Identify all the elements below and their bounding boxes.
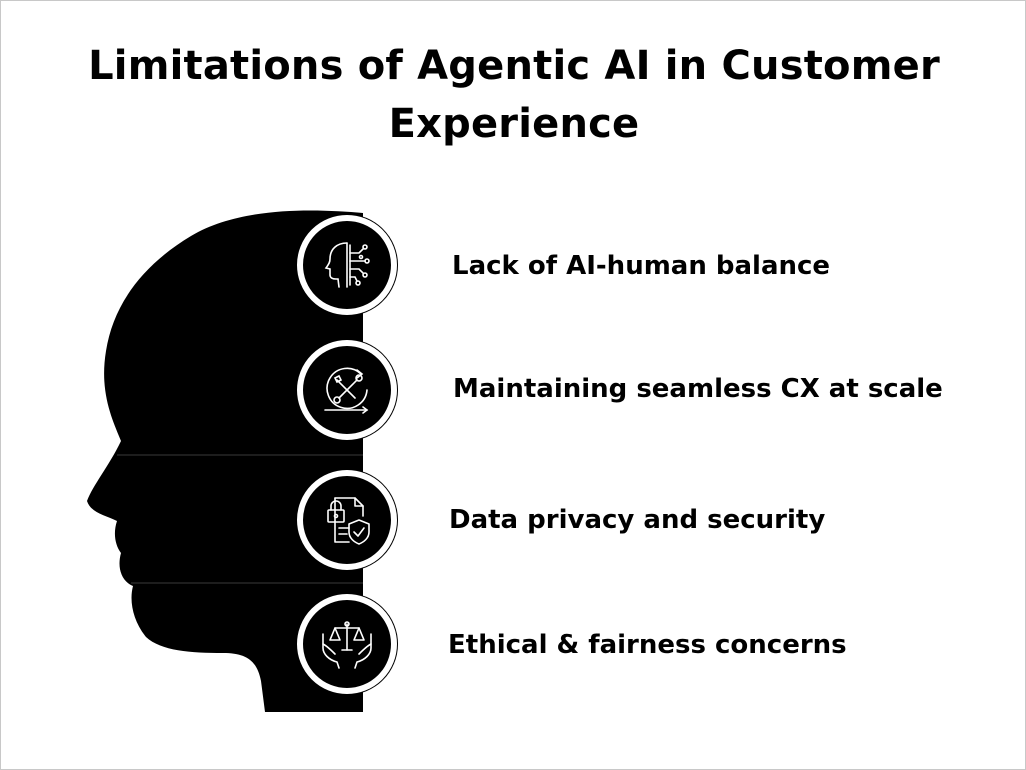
item-label-seamless-cx: Maintaining seamless CX at scale	[453, 374, 943, 404]
page-title: Limitations of Agentic AI in Customer Ex…	[88, 43, 940, 147]
ai-human-head-icon	[297, 215, 397, 315]
item-label-ai-human-balance: Lack of AI-human balance	[452, 251, 831, 281]
scales-hands-icon	[297, 594, 397, 694]
item-label-data-privacy: Data privacy and security	[449, 505, 826, 535]
lock-shield-document-icon	[297, 470, 397, 570]
tools-cycle-icon	[297, 340, 397, 440]
item-label-ethical-concerns: Ethical & fairness concerns	[448, 630, 847, 660]
